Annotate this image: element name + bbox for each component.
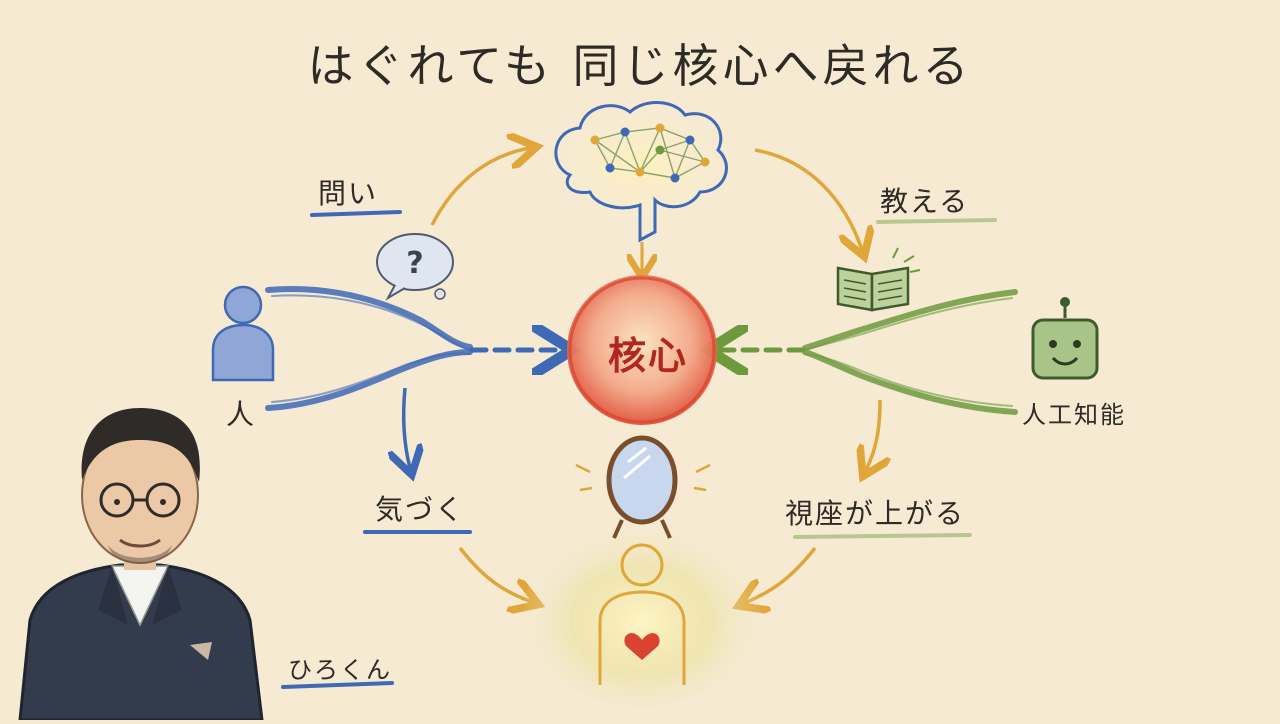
core-circle: [567, 275, 717, 425]
human-stream: [265, 286, 562, 411]
author-portrait: [18, 408, 264, 722]
robot-icon: [1031, 297, 1099, 380]
label-notice: 気づく: [375, 493, 466, 526]
body-heart-icon: [524, 517, 760, 707]
arrow-notice-to-body: [458, 546, 532, 602]
label-human: 人: [226, 398, 257, 431]
arrow-ai-to-perspective: [866, 399, 880, 470]
open-book-icon: [836, 247, 921, 312]
question-bubble-icon: ?: [376, 233, 454, 301]
brain-network-icon: [537, 97, 747, 243]
ai-stream: [718, 289, 1018, 415]
svg-text:?: ?: [406, 246, 423, 281]
arrow-human-to-notice: [404, 387, 410, 468]
mirror-icon: [575, 435, 711, 539]
core-label: 核心: [607, 334, 688, 378]
person-icon: [211, 285, 275, 382]
label-underlines: [281, 210, 997, 689]
label-teach: 教える: [880, 185, 970, 218]
arrow-brain-to-teach: [754, 148, 862, 250]
label-perspective: 視座が上がる: [785, 497, 966, 530]
label-ai: 人工知能: [1022, 401, 1126, 429]
label-author: ひろくん: [288, 656, 392, 684]
label-question: 問い: [318, 177, 379, 210]
arrow-question-to-brain: [430, 148, 530, 226]
page-title: はぐれても 同じ核心へ戻れる: [307, 39, 973, 93]
